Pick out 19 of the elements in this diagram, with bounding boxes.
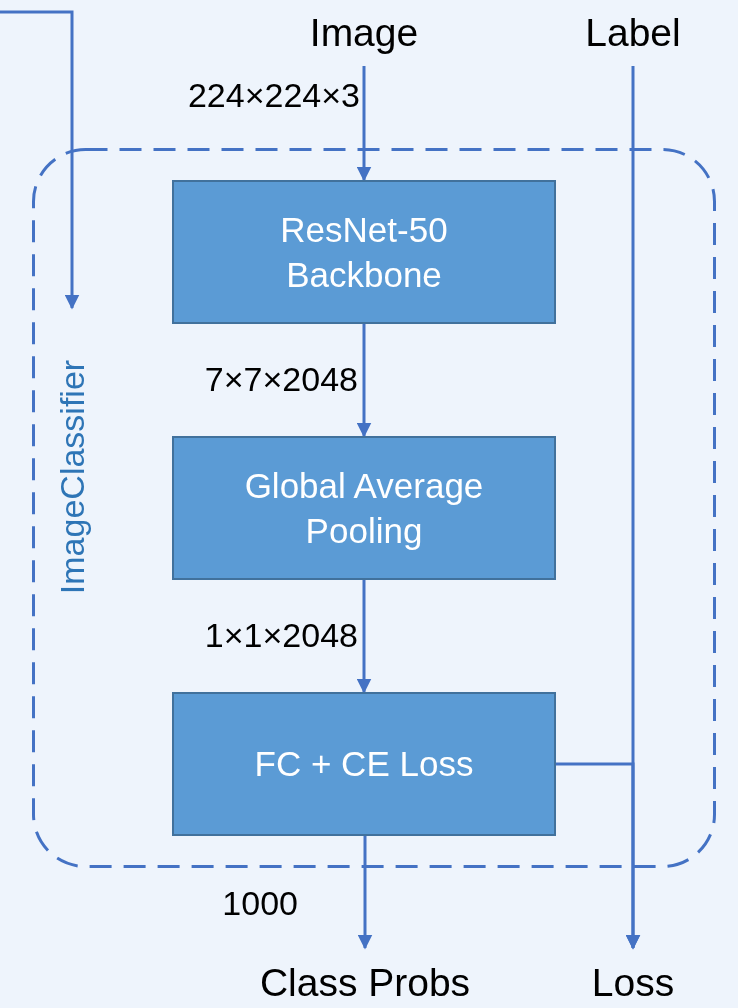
dimension-label: 224×224×3 <box>186 78 360 112</box>
process-box: ResNet-50 Backbone <box>172 180 556 324</box>
io-label: Label <box>560 6 706 58</box>
io-label: Loss <box>568 958 698 1006</box>
group-title: ImageClassifier <box>55 358 89 597</box>
arrow <box>356 580 372 694</box>
process-box: FC + CE Loss <box>172 692 556 836</box>
arrow <box>356 324 372 438</box>
dimension-label: 7×7×2048 <box>203 362 358 396</box>
dimension-label: 1000 <box>221 886 298 920</box>
arrow <box>357 836 373 950</box>
dimension-label: 1×1×2048 <box>203 618 358 652</box>
io-label: Image <box>280 6 448 58</box>
arrow <box>0 10 80 310</box>
dashed-group-border <box>32 148 716 868</box>
process-box: Global Average Pooling <box>172 436 556 580</box>
arrow <box>356 66 372 182</box>
io-label: Class Probs <box>220 958 510 1006</box>
arrow <box>556 762 641 950</box>
